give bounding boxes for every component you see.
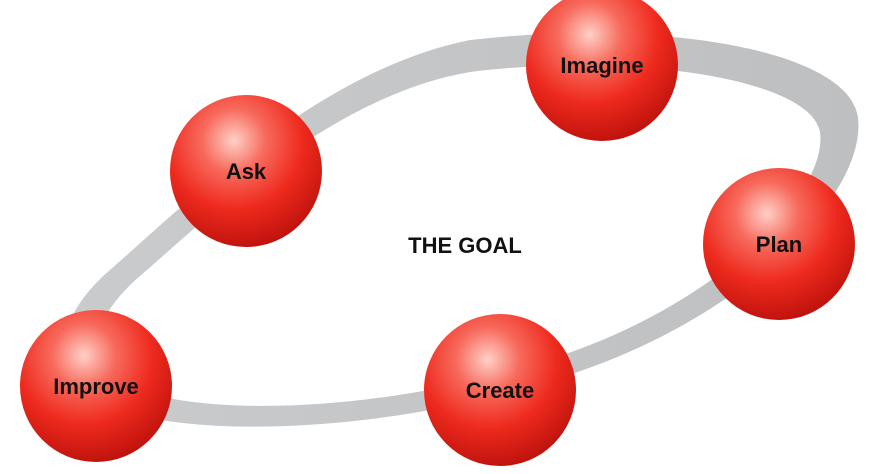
step-node-imagine: Imagine — [526, 0, 678, 141]
center-goal-label: THE GOAL — [408, 233, 522, 258]
step-label-imagine: Imagine — [560, 53, 643, 78]
step-label-plan: Plan — [756, 232, 802, 257]
step-node-ask: Ask — [170, 95, 322, 247]
step-circle-improve — [20, 310, 172, 462]
cycle-ring — [64, 33, 859, 427]
step-circle-create — [424, 314, 576, 466]
step-node-create: Create — [424, 314, 576, 466]
step-circle-ask — [170, 95, 322, 247]
step-node-plan: Plan — [703, 168, 855, 320]
step-label-improve: Improve — [53, 374, 139, 399]
step-label-create: Create — [466, 378, 534, 403]
step-circle-plan — [703, 168, 855, 320]
step-label-ask: Ask — [226, 159, 267, 184]
step-circle-imagine — [526, 0, 678, 141]
step-node-improve: Improve — [20, 310, 172, 462]
